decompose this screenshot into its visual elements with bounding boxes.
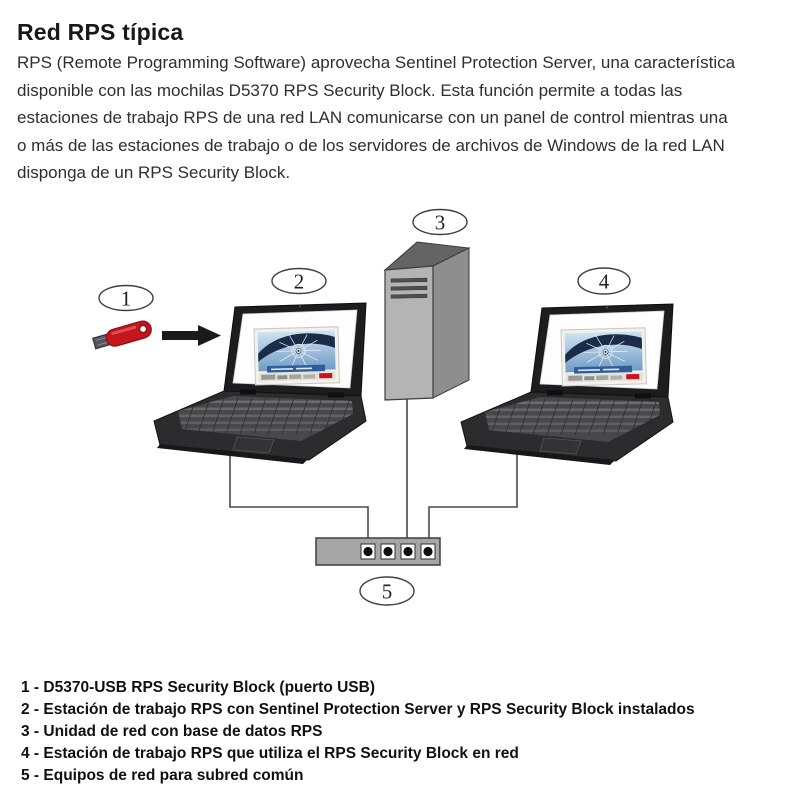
intro-line: o más de las estaciones de trabajo o de …	[17, 135, 725, 155]
intro-line: RPS (Remote Programming Software) aprove…	[17, 53, 736, 72]
laptop2-workstation-illustration	[154, 303, 366, 464]
intro-line: disponible con las mochilas D5370 RPS Se…	[17, 80, 683, 100]
intro-paragraph: RPS (Remote Programming Software) aprove…	[17, 49, 792, 187]
legend-item-5: 5 - Equipos de red para subred común	[21, 767, 304, 784]
cable-laptop2-to-hub	[229, 450, 369, 541]
rps-network-diagram: 1 2 3 4 5	[92, 208, 800, 606]
usb-security-key-icon	[92, 320, 152, 350]
callout-2-number: 2	[294, 270, 305, 294]
server-tower-illustration	[383, 241, 471, 401]
diagram-legend: 1 - D5370-USB RPS Security Block (puerto…	[21, 677, 791, 787]
legend-item-2: 2 - Estación de trabajo RPS con Sentinel…	[21, 701, 695, 718]
legend-item-1: 1 - D5370-USB RPS Security Block (puerto…	[21, 679, 376, 696]
callout-4: 4	[577, 267, 631, 295]
cable-laptop4-to-hub	[428, 450, 518, 541]
intro-line: disponga de un RPS Security Block.	[17, 163, 291, 182]
laptop4-workstation-illustration	[461, 304, 673, 465]
legend-item-4: 4 - Estación de trabajo RPS que utiliza …	[21, 745, 519, 762]
callout-4-number: 4	[599, 270, 610, 294]
callout-2: 2	[271, 267, 327, 295]
hub-ports	[360, 543, 436, 560]
callout-1: 1	[98, 284, 154, 312]
legend-item-3: 3 - Unidad de red con base de datos RPS	[21, 723, 323, 740]
network-hub-illustration	[315, 537, 441, 566]
page-title: Red RPS típica	[17, 19, 184, 46]
callout-3: 3	[412, 208, 468, 236]
intro-line: estaciones de trabajo RPS de una red LAN…	[17, 108, 728, 127]
callout-3-number: 3	[435, 211, 446, 235]
callout-1-number: 1	[121, 287, 132, 311]
server-vent-slots	[390, 277, 428, 299]
callout-5: 5	[359, 576, 415, 606]
insert-arrow-icon	[162, 325, 221, 346]
callout-5-number: 5	[382, 580, 393, 604]
